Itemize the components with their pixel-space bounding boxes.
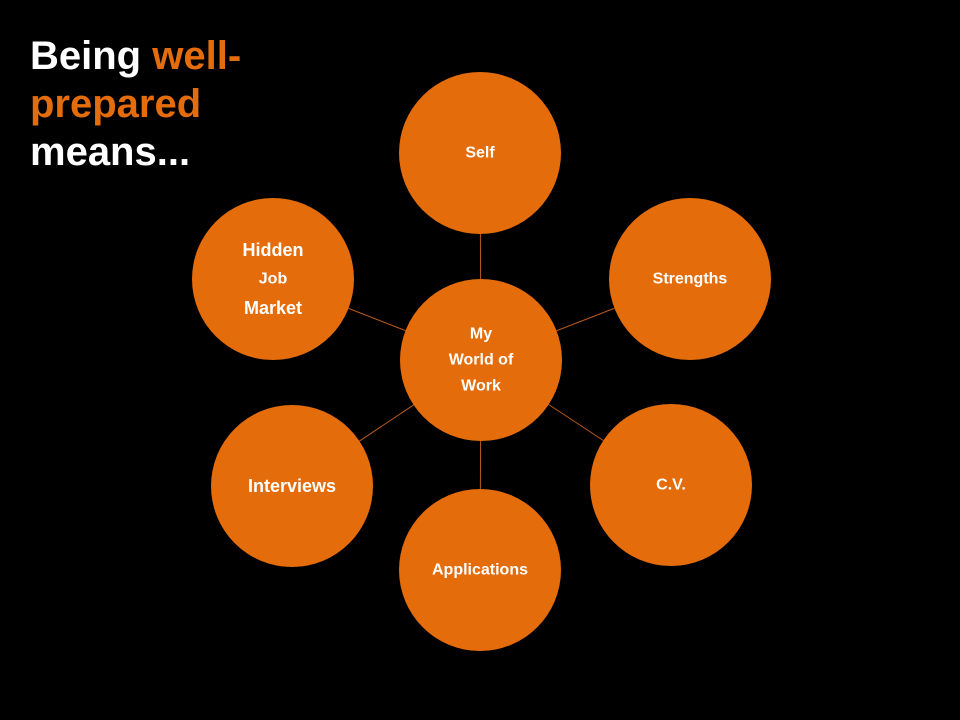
- title-well: well-: [152, 34, 242, 78]
- node-label-cv-1: C.V.: [656, 477, 686, 494]
- slide-title: Being well- prepared means...: [30, 32, 241, 176]
- node-label-strengths-1: Strengths: [653, 271, 728, 288]
- node-strengths: Strengths: [609, 198, 771, 360]
- node-applications: Applications: [399, 489, 561, 651]
- node-label-hidden-job-market-3: Market: [244, 298, 302, 318]
- node-label-center-2: World of: [449, 352, 514, 369]
- connector-interviews: [359, 404, 414, 442]
- node-label-interviews-1: Interviews: [248, 476, 336, 496]
- connectors: [348, 233, 615, 490]
- title-prepared: prepared: [30, 82, 202, 126]
- node-label-hidden-job-market-1: Hidden: [243, 240, 304, 260]
- node-label-self-1: Self: [465, 145, 495, 162]
- node-label-applications-1: Applications: [432, 562, 528, 579]
- title-means: means...: [30, 130, 191, 174]
- connector-cv: [548, 404, 604, 441]
- node-label-center-1: My: [470, 326, 492, 343]
- connector-hidden-job-market: [348, 307, 406, 332]
- node-cv: C.V.: [590, 404, 752, 566]
- title-being: Being: [30, 34, 153, 78]
- node-circle-strengths: [609, 198, 771, 360]
- title-line-1: Being well-: [30, 32, 241, 80]
- node-interviews: Interviews: [211, 405, 373, 567]
- node-circle-hidden-job-market: [192, 198, 354, 360]
- node-self: Self: [399, 72, 561, 234]
- node-circle-cv: [590, 404, 752, 566]
- node-label-hidden-job-market-2: Job: [259, 271, 288, 288]
- node-circle-self: [399, 72, 561, 234]
- node-label-center-3: Work: [461, 378, 501, 395]
- node-circle-applications: [399, 489, 561, 651]
- node-circle-interviews: [211, 405, 373, 567]
- connector-strengths: [556, 307, 615, 332]
- node-circle-center: [400, 279, 562, 441]
